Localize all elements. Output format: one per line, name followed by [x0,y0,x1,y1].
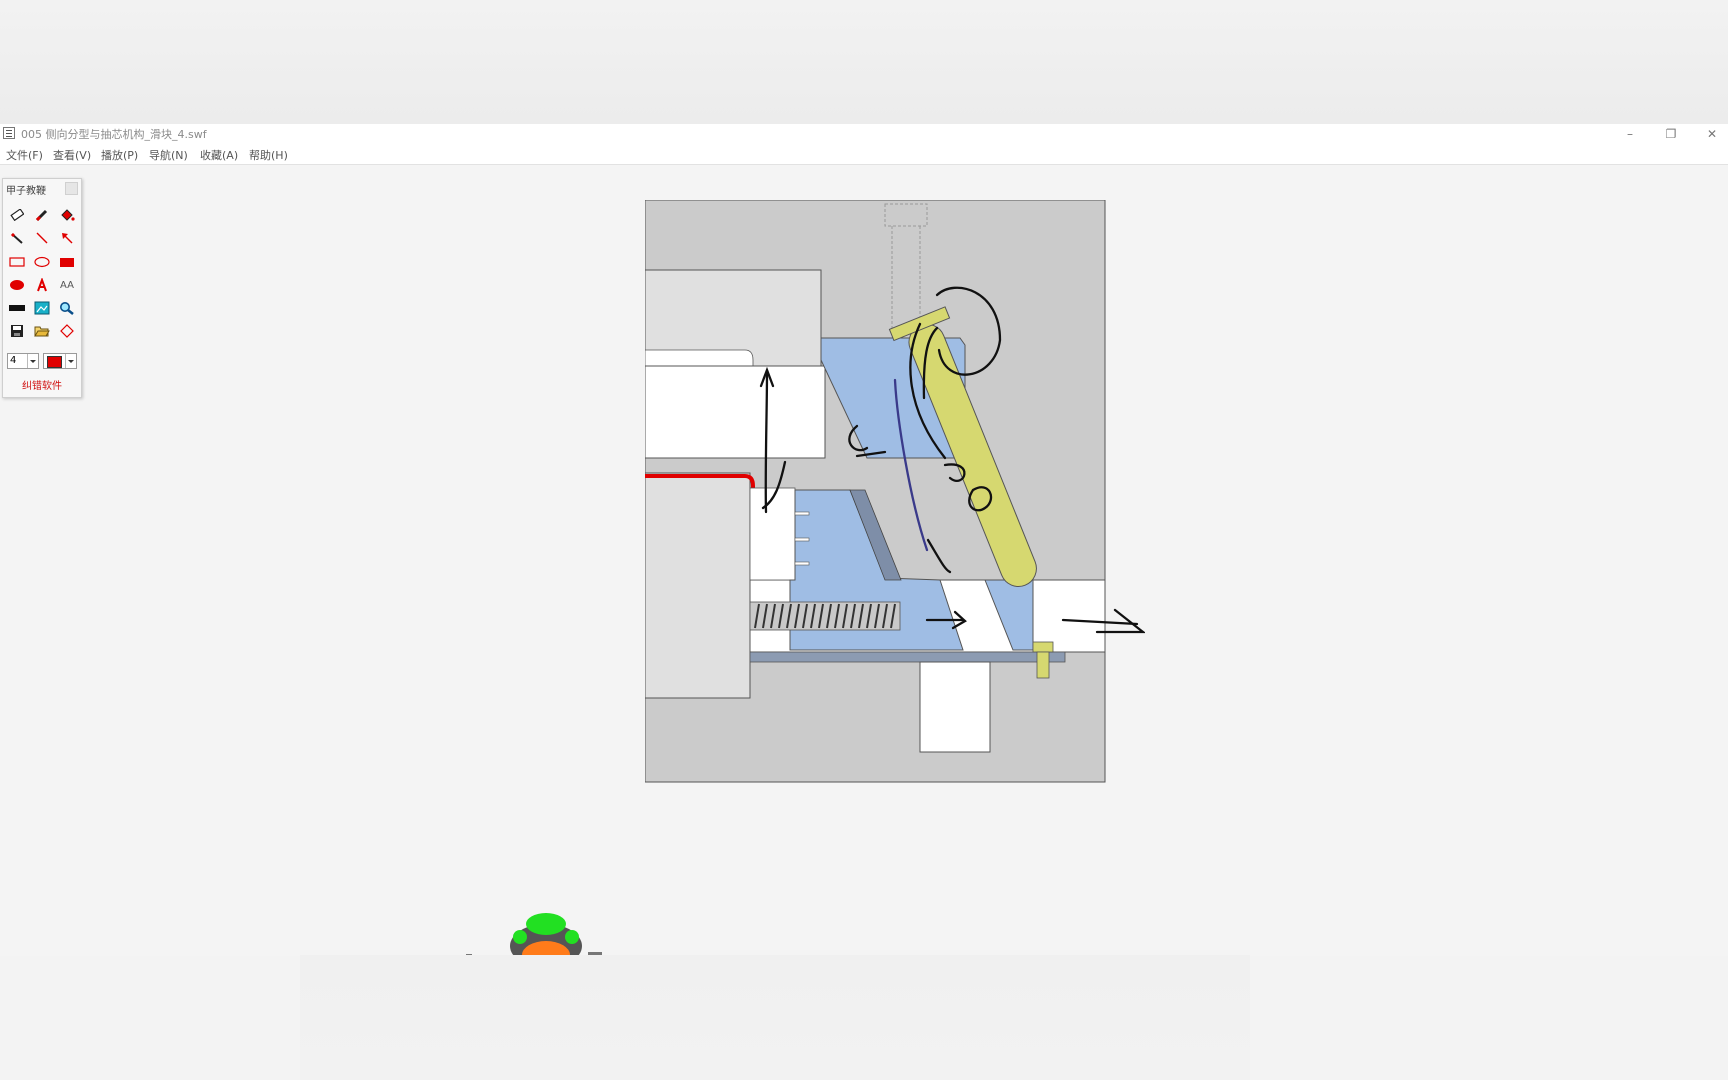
core-block [645,472,751,699]
minimize-button[interactable]: – [1627,127,1633,141]
upper-left-notch [645,349,754,367]
ejector-slot [919,661,991,753]
text-icon[interactable] [32,276,52,294]
screw-head [884,203,928,227]
pen-color-select[interactable] [43,353,77,369]
maximize-button[interactable]: ❐ [1665,127,1677,141]
chevron-down-icon [27,354,38,368]
fill-bucket-icon[interactable] [57,206,77,224]
open-folder-icon[interactable] [32,322,52,340]
stop-pin [1036,651,1050,679]
filled-rectangle-icon[interactable] [57,253,77,271]
chevron-down-icon [65,354,76,368]
window-title: 005 侧向分型与抽芯机构_滑块_4.swf [21,128,207,141]
app-icon [3,127,15,139]
magnifier-icon[interactable] [57,299,77,317]
mold-cross-section-animation [645,200,1145,783]
bottom-haze [300,955,1250,1080]
menu-help[interactable]: 帮助(H) [249,149,288,162]
pen-size-select[interactable]: 4 [7,353,39,369]
toolbox-title: 甲子教鞭 [6,186,46,197]
menu-view[interactable]: 查看(V) [53,149,92,162]
font-icon[interactable]: AA [60,279,74,291]
color-swatch [47,356,62,368]
menu-bar: 文件(F) 查看(V) 播放(P) 导航(N) 收藏(A) 帮助(H) [0,144,1728,165]
eraser-icon[interactable] [7,206,27,224]
menu-favorites[interactable]: 收藏(A) [200,149,239,162]
slider-wear-plate [849,489,902,581]
part-outline [645,474,755,580]
upper-cavity [645,365,826,459]
toolbox-close-button[interactable] [65,182,78,195]
menu-file[interactable]: 文件(F) [6,149,43,162]
teacher-annotations [759,286,1145,634]
brush-icon[interactable] [7,229,27,247]
toolbox-footer-label: 纠错软件 [22,381,62,392]
save-icon[interactable] [7,322,27,340]
menu-play[interactable]: 播放(P) [101,149,139,162]
mascot-fragment [466,913,636,960]
arrow-icon[interactable] [57,229,77,247]
clear-icon[interactable] [57,322,77,340]
close-button[interactable]: ✕ [1706,127,1718,141]
pen-size-value: 4 [10,355,17,366]
annotation-toolbox[interactable]: 甲子教鞭 AA [2,178,82,398]
pen-icon[interactable] [32,206,52,224]
title-bar: 005 侧向分型与抽芯机构_滑块_4.swf – ❐ ✕ [0,124,1728,144]
black-bar-icon[interactable] [7,299,27,317]
filled-ellipse-icon[interactable] [7,276,27,294]
background-top-band [0,0,1728,124]
rectangle-icon[interactable] [7,253,27,271]
guide-rail [749,651,1066,663]
ellipse-icon[interactable] [32,253,52,271]
line-icon[interactable] [32,229,52,247]
screen-capture-icon[interactable] [32,299,52,317]
menu-navigate[interactable]: 导航(N) [149,149,188,162]
